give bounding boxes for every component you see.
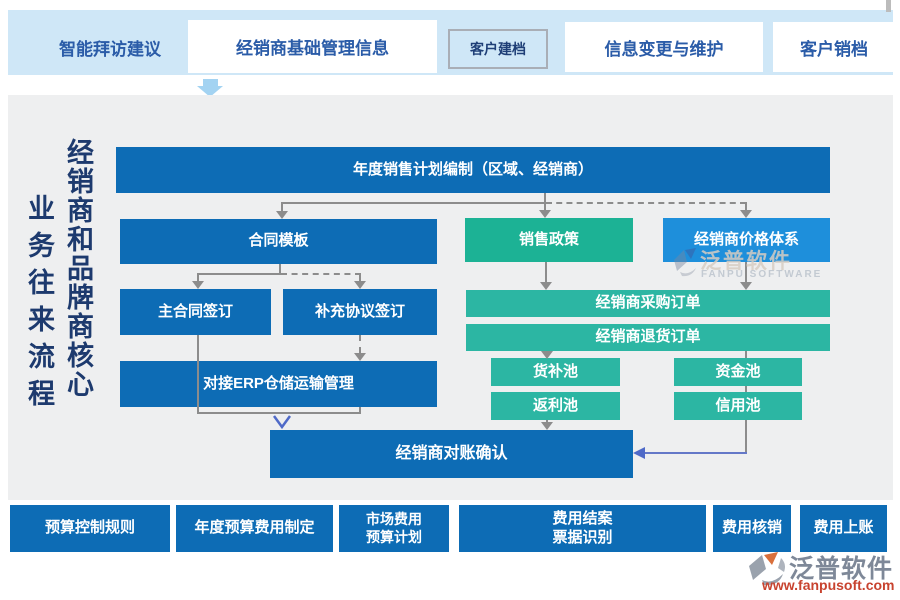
tab-label: 信息变更与维护: [604, 39, 724, 59]
connector-line: [281, 202, 546, 204]
diagram-title-line1: 经销商和品牌商核心: [63, 138, 93, 399]
node-sales-policy: 销售政策: [465, 218, 633, 262]
connector-dashed-line: [281, 273, 361, 275]
connector-line: [197, 335, 199, 414]
node-master-contract-sign: 主合同签订: [120, 289, 271, 335]
node-dealer-purchase-order: 经销商采购订单: [466, 290, 830, 317]
active-tab-arrow-icon: [203, 79, 218, 86]
arrow-down-icon: [740, 210, 752, 218]
node-supplement-agreement-sign: 补充协议签订: [283, 289, 437, 335]
connector-dashed-line: [745, 202, 747, 210]
arrow-down-icon: [541, 351, 553, 359]
node-rebate-pool: 返利池: [491, 392, 620, 420]
nav-smart-visit[interactable]: 智能拜访建议: [30, 33, 190, 61]
tab-label: 客户建档: [470, 43, 526, 58]
connector-line: [279, 264, 281, 275]
connector-dashed-line: [359, 273, 361, 281]
node-market-expense-budget-plan: 市场费用 预算计划: [339, 505, 449, 552]
node-expense-verification: 费用核销: [713, 505, 791, 552]
connector-line: [197, 412, 361, 414]
arrow-down-icon: [192, 281, 204, 289]
connector-line: [197, 273, 281, 275]
arrow-down-icon: [354, 353, 366, 361]
diagram-title-vertical: 经销商和品牌商核心 业务往来流程: [20, 138, 98, 438]
tab-info-change-maintain[interactable]: 信息变更与维护: [565, 22, 763, 72]
active-tab-arrow-icon: [197, 86, 223, 97]
tab-label: 经销商基础管理信息: [236, 39, 389, 58]
scrollbar-fragment: [886, 0, 891, 12]
connector-line: [544, 193, 546, 203]
arrow-down-icon: [541, 422, 553, 430]
fanpu-logo-icon: [749, 552, 785, 586]
tab-dealer-basic-info[interactable]: 经销商基础管理信息: [188, 20, 437, 73]
arrow-down-icon: [539, 210, 551, 218]
node-fund-pool: 资金池: [674, 358, 802, 386]
node-dealer-return-order: 经销商退货订单: [466, 324, 830, 351]
tab-label: 客户销档: [800, 39, 868, 59]
node-budget-control-rules: 预算控制规则: [10, 505, 170, 552]
connector-line: [745, 262, 747, 282]
node-expense-closing-invoice-recognition: 费用结案 票据识别: [459, 505, 706, 552]
connector-line: [544, 202, 546, 210]
connector-line: [359, 407, 361, 414]
connector-line: [546, 420, 548, 423]
connector-dashed-line: [359, 335, 361, 353]
tab-customer-filing[interactable]: 客户建档: [448, 29, 548, 69]
arrow-down-icon: [740, 282, 752, 290]
node-contract-template: 合同模板: [120, 219, 437, 264]
node-annual-sales-plan: 年度销售计划编制（区域、经销商）: [116, 147, 830, 193]
node-annual-budget-setting: 年度预算费用制定: [176, 505, 333, 552]
fanpu-logo-text: 泛普软件: [789, 555, 894, 583]
arrow-down-icon: [276, 211, 288, 219]
node-dealer-reconciliation: 经销商对账确认: [270, 430, 633, 478]
connector-line: [545, 262, 547, 282]
connector-line: [281, 202, 283, 211]
node-dealer-price-system: 经销商价格体系: [663, 218, 830, 262]
fanpu-logo-url[interactable]: www.fanpusoft.com: [762, 577, 895, 593]
arrow-down-icon: [354, 281, 366, 289]
arrow-chevron-down-icon: [272, 415, 292, 429]
tab-customer-cancel[interactable]: 客户销档: [773, 22, 895, 72]
node-erp-warehouse-transport: 对接ERP仓储运输管理: [120, 361, 437, 407]
connector-line: [197, 273, 199, 281]
arrow-left-icon: [633, 447, 645, 459]
connector-dashed-line: [546, 202, 746, 204]
node-credit-pool: 信用池: [674, 392, 802, 420]
connector-line: [645, 452, 747, 454]
diagram-title-line2: 业务往来流程: [24, 194, 54, 416]
node-goods-compensation-pool: 货补池: [491, 358, 620, 386]
node-expense-posting: 费用上账: [800, 505, 887, 552]
arrow-down-icon: [540, 282, 552, 290]
nav-label: 智能拜访建议: [59, 39, 161, 59]
